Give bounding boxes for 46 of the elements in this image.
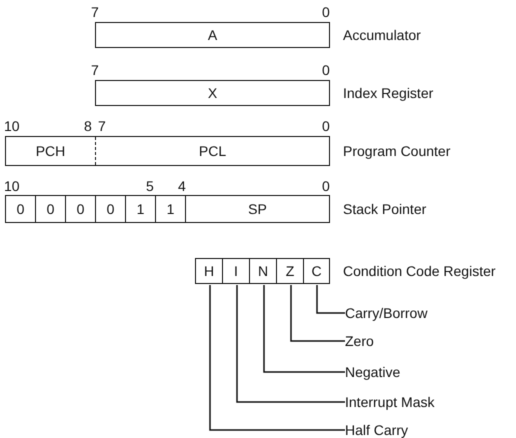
- bit-field: C: [304, 259, 329, 283]
- bit-number: 0: [322, 62, 330, 78]
- bit-field: I: [223, 259, 250, 283]
- bit-field: N: [250, 259, 277, 283]
- bit-field: H: [196, 259, 223, 283]
- register-box: A: [95, 22, 330, 48]
- leader-line: [209, 285, 345, 431]
- bit-field: PCH: [6, 137, 96, 165]
- flag-name: Interrupt Mask: [345, 393, 455, 411]
- bit-number: 8: [84, 118, 92, 134]
- bit-field: 0: [6, 196, 36, 222]
- flag-name: Zero: [345, 332, 405, 350]
- register-name: Accumulator: [343, 27, 421, 43]
- bit-number: 10: [4, 118, 20, 134]
- flag-name: Carry/Borrow: [345, 304, 455, 322]
- bit-number: 7: [91, 62, 99, 78]
- bit-number: 4: [178, 178, 186, 194]
- register-name: Stack Pointer: [343, 201, 426, 217]
- leader-line: [263, 285, 345, 373]
- leader-line: [290, 285, 345, 342]
- register-box: [5, 195, 330, 223]
- bit-field: 0: [66, 196, 96, 222]
- bit-field: 0: [36, 196, 66, 222]
- flag-name: Half Carry: [345, 421, 445, 438]
- bit-field: 0: [96, 196, 126, 222]
- bit-number: 10: [4, 178, 20, 194]
- bit-field: 1: [156, 196, 186, 222]
- bit-number: 7: [98, 118, 106, 134]
- bit-field: Z: [277, 259, 304, 283]
- bit-field: SP: [186, 196, 329, 222]
- bit-number: 7: [91, 4, 99, 20]
- leader-line: [316, 285, 345, 314]
- bit-number: 5: [146, 178, 154, 194]
- register-box: [5, 136, 330, 166]
- register-name: Condition Code Register: [343, 263, 496, 279]
- bit-field: PCL: [96, 137, 329, 165]
- bit-number: 0: [322, 118, 330, 134]
- bit-field: 1: [126, 196, 156, 222]
- register-name: Program Counter: [343, 143, 450, 159]
- register-box: [195, 258, 330, 284]
- bit-number: 0: [322, 4, 330, 20]
- flag-name: Negative: [345, 363, 425, 381]
- register-name: Index Register: [343, 85, 434, 101]
- register-box: X: [95, 80, 330, 106]
- bit-number: 0: [322, 178, 330, 194]
- leader-line: [236, 285, 345, 403]
